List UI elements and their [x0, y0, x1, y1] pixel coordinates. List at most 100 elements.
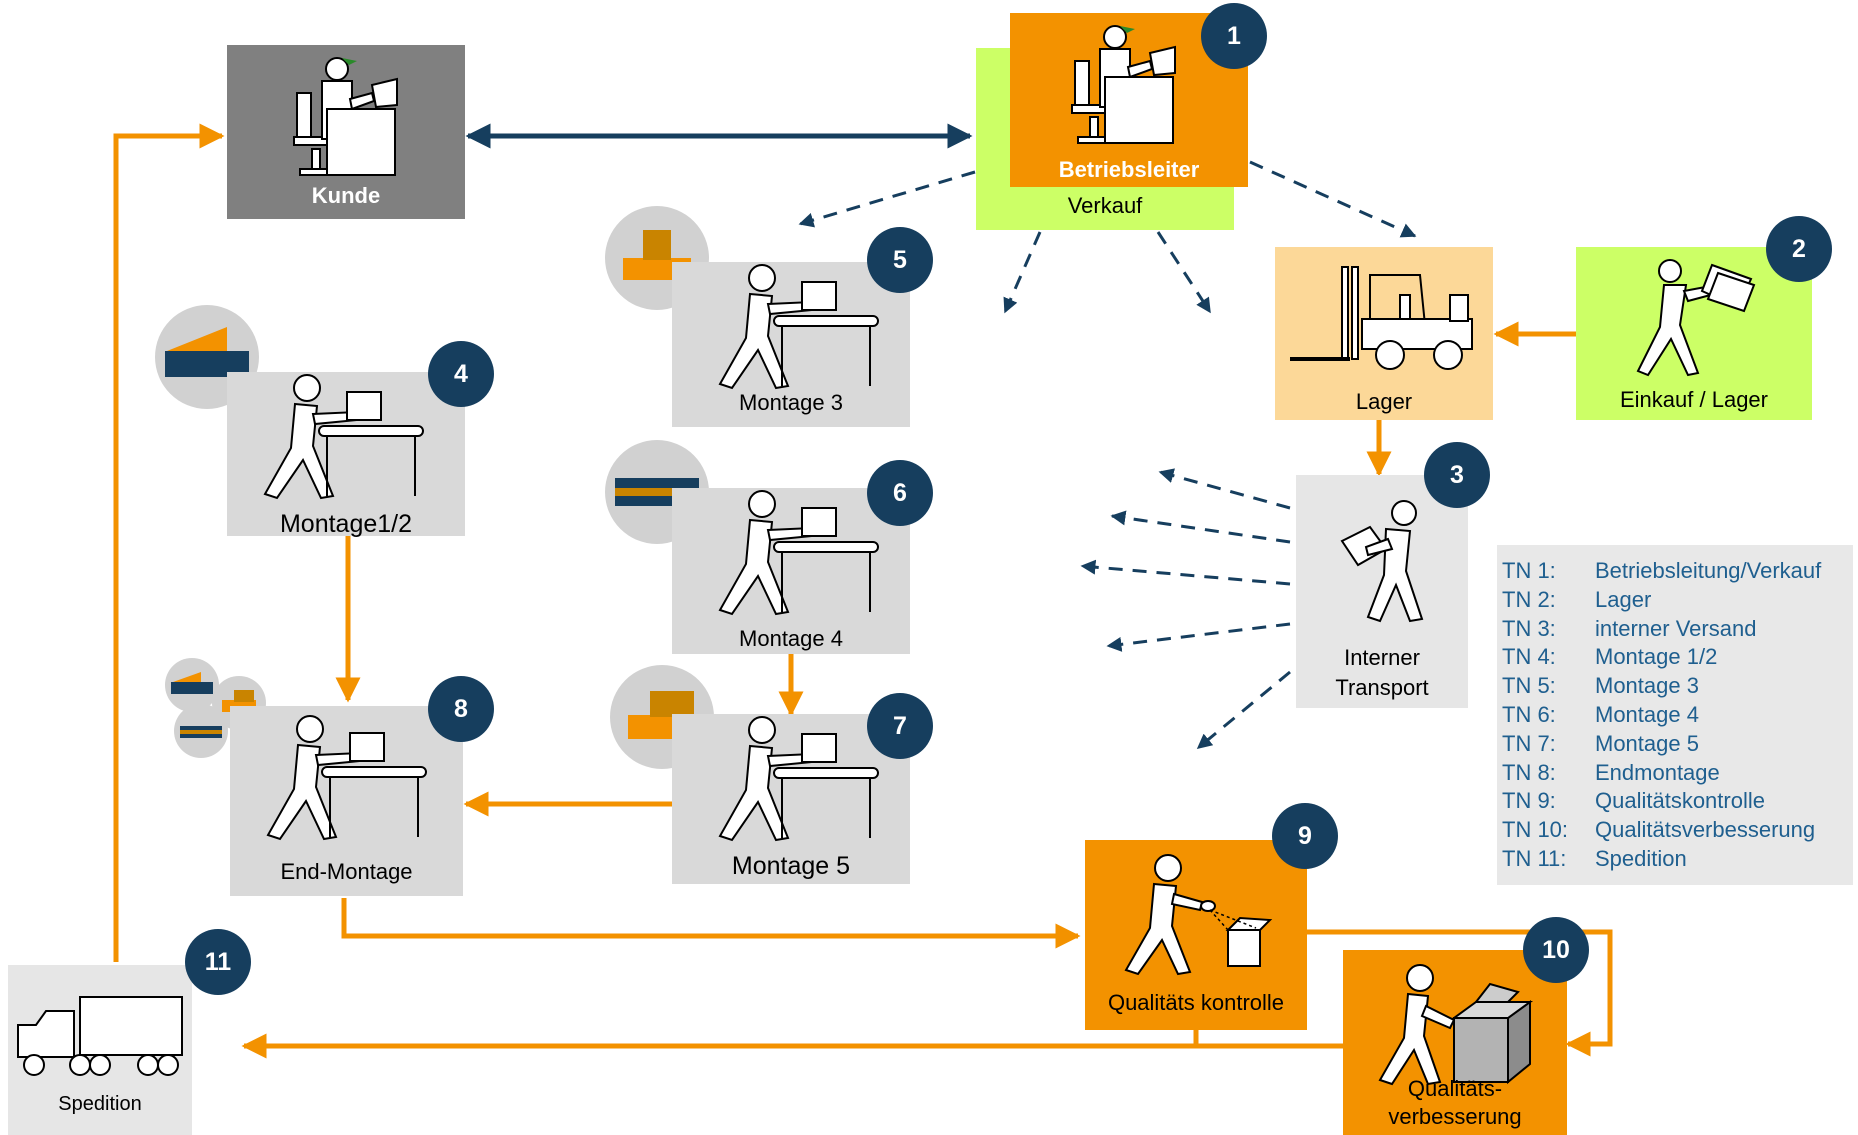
legend-key: TN 1:: [1502, 558, 1556, 583]
arrow-endmontage-to-qk: [341, 898, 1081, 949]
qv-label-2: verbesserung: [1388, 1104, 1522, 1129]
carrying-person-icon: [1340, 500, 1424, 623]
legend-value: Montage 1/2: [1595, 644, 1718, 670]
dashed-arrow-t3: [1080, 559, 1291, 586]
legend-key: TN 5:: [1502, 673, 1556, 699]
kunde-box: Kunde: [227, 45, 465, 219]
part-bubble-montage12: [155, 305, 259, 409]
legend-key: TN 2:: [1502, 586, 1556, 612]
badge-10: 10: [1523, 917, 1589, 983]
montage3-box: Montage 3: [672, 262, 910, 427]
assembly-worker-icon: [718, 490, 879, 616]
legend-row: TN 1: Betriebsleitung/Verkauf: [1502, 557, 1853, 586]
forklift-icon: [1290, 266, 1473, 370]
legend-row: TN 6: Montage 4: [1502, 701, 1853, 730]
dashed-arrow-to-montage3: [798, 170, 976, 228]
badge-6: 6: [867, 460, 933, 526]
assembly-worker-icon: [718, 264, 879, 390]
legend-key: TN 9:: [1502, 788, 1556, 814]
montage3-label: Montage 3: [739, 390, 843, 415]
legend-value: Qualitätskontrolle: [1595, 788, 1765, 814]
legend-value: Qualitätsverbesserung: [1595, 817, 1816, 843]
legend-key: TN 3:: [1502, 615, 1556, 641]
badge-2: 2: [1766, 216, 1832, 282]
legend-value: interner Versand: [1595, 615, 1757, 641]
arrow-spedition-to-kunde: [113, 123, 225, 962]
montage5-label: Montage 5: [731, 852, 851, 880]
legend-row: TN 3: interner Versand: [1502, 615, 1853, 644]
badge-11: 11: [185, 929, 251, 995]
part-icon: [615, 478, 699, 506]
legend-row: TN 11:Spedition: [1502, 845, 1853, 874]
endmontage-label: End-Montage: [280, 859, 413, 884]
legend-row: TN 7: Montage 5: [1502, 730, 1853, 759]
legend-value: Montage 4: [1595, 701, 1699, 727]
qk-label: Qualitäts kontrolle: [1107, 990, 1285, 1015]
montage4-label: Montage 4: [739, 626, 843, 651]
badge-5: 5: [867, 227, 933, 293]
qk-box: Qualitäts kontrolle: [1085, 840, 1307, 1030]
legend-row: TN 4: Montage 1/2: [1502, 643, 1853, 672]
legend-row: TN 2: Lager: [1502, 586, 1853, 615]
legend-key: TN 7:: [1502, 730, 1556, 756]
badge-9: 9: [1272, 803, 1338, 869]
badge-8: 8: [428, 676, 494, 742]
arrow-qk-to-qv: [1306, 929, 1613, 1057]
kunde-label: Kunde: [311, 183, 381, 208]
einkauf-box: Einkauf / Lager: [1576, 247, 1812, 420]
legend-value: Montage 3: [1595, 673, 1699, 699]
inspector-icon: [1124, 854, 1273, 976]
transport-label-1: Interner: [1344, 645, 1420, 670]
part-bubble-end-1: [165, 658, 219, 712]
endmontage-box: End-Montage: [230, 706, 463, 896]
office-worker-icon: [1071, 25, 1176, 144]
legend-key: TN 4:: [1502, 644, 1556, 670]
legend-value: Endmontage: [1595, 759, 1720, 785]
dashed-arrow-t5: [1196, 670, 1291, 750]
legend-key: TN 6:: [1502, 701, 1556, 727]
transport-box: Interner Transport: [1296, 475, 1468, 708]
dashed-arrow-down-right: [1156, 231, 1212, 314]
dashed-arrow-t4: [1106, 622, 1291, 652]
lager-box: Lager: [1275, 247, 1493, 420]
legend-key: TN 11:: [1502, 845, 1567, 871]
part-icon: [180, 726, 222, 738]
office-worker-icon: [293, 57, 398, 176]
transport-label-2: Transport: [1335, 675, 1429, 700]
verkauf-label: Verkauf: [1067, 193, 1143, 218]
qv-label-1: Qualitäts-: [1407, 1076, 1503, 1101]
montage12-label: Montage1/2: [279, 510, 413, 538]
part-bubble-end-3: [174, 704, 228, 758]
montage4-box: Montage 4: [672, 488, 910, 654]
legend-key: TN 10:: [1502, 817, 1569, 843]
legend-row: TN 5: Montage 3: [1502, 672, 1853, 701]
box-worker-icon: [1378, 964, 1534, 1086]
legend-row: TN 8: Endmontage: [1502, 759, 1853, 788]
spedition-box: Spedition: [8, 965, 192, 1135]
betriebsleiter-label: Betriebsleiter: [1058, 157, 1200, 182]
dashed-arrow-down-left: [1003, 231, 1042, 314]
dashed-arrow-t2: [1110, 510, 1291, 544]
badge-4: 4: [428, 341, 494, 407]
legend-value: Montage 5: [1595, 730, 1699, 756]
carrying-person-icon: [1636, 259, 1756, 377]
legend-panel: TN 1:Betriebsleitung/Verkauf TN 2:Lager …: [1497, 545, 1853, 885]
legend-row: TN 10: Qualitätsverbesserung: [1502, 816, 1853, 845]
badge-7: 7: [867, 693, 933, 759]
assembly-worker-icon: [718, 716, 879, 842]
badge-3: 3: [1424, 442, 1490, 508]
legend-row: TN 9: Qualitätskontrolle: [1502, 787, 1853, 816]
lager-label: Lager: [1355, 389, 1413, 414]
legend-value: Betriebsleitung/Verkauf: [1595, 558, 1822, 583]
dashed-arrow-t1: [1158, 468, 1291, 510]
assembly-worker-icon: [263, 374, 424, 500]
truck-icon: [17, 996, 183, 1076]
badge-1: 1: [1201, 3, 1267, 69]
part-icon: [171, 672, 213, 694]
legend-key: TN 8:: [1502, 759, 1556, 785]
montage12-box: Montage1/2: [227, 372, 465, 538]
einkauf-label: Einkauf / Lager: [1620, 387, 1768, 412]
legend-value: Lager: [1595, 586, 1652, 612]
